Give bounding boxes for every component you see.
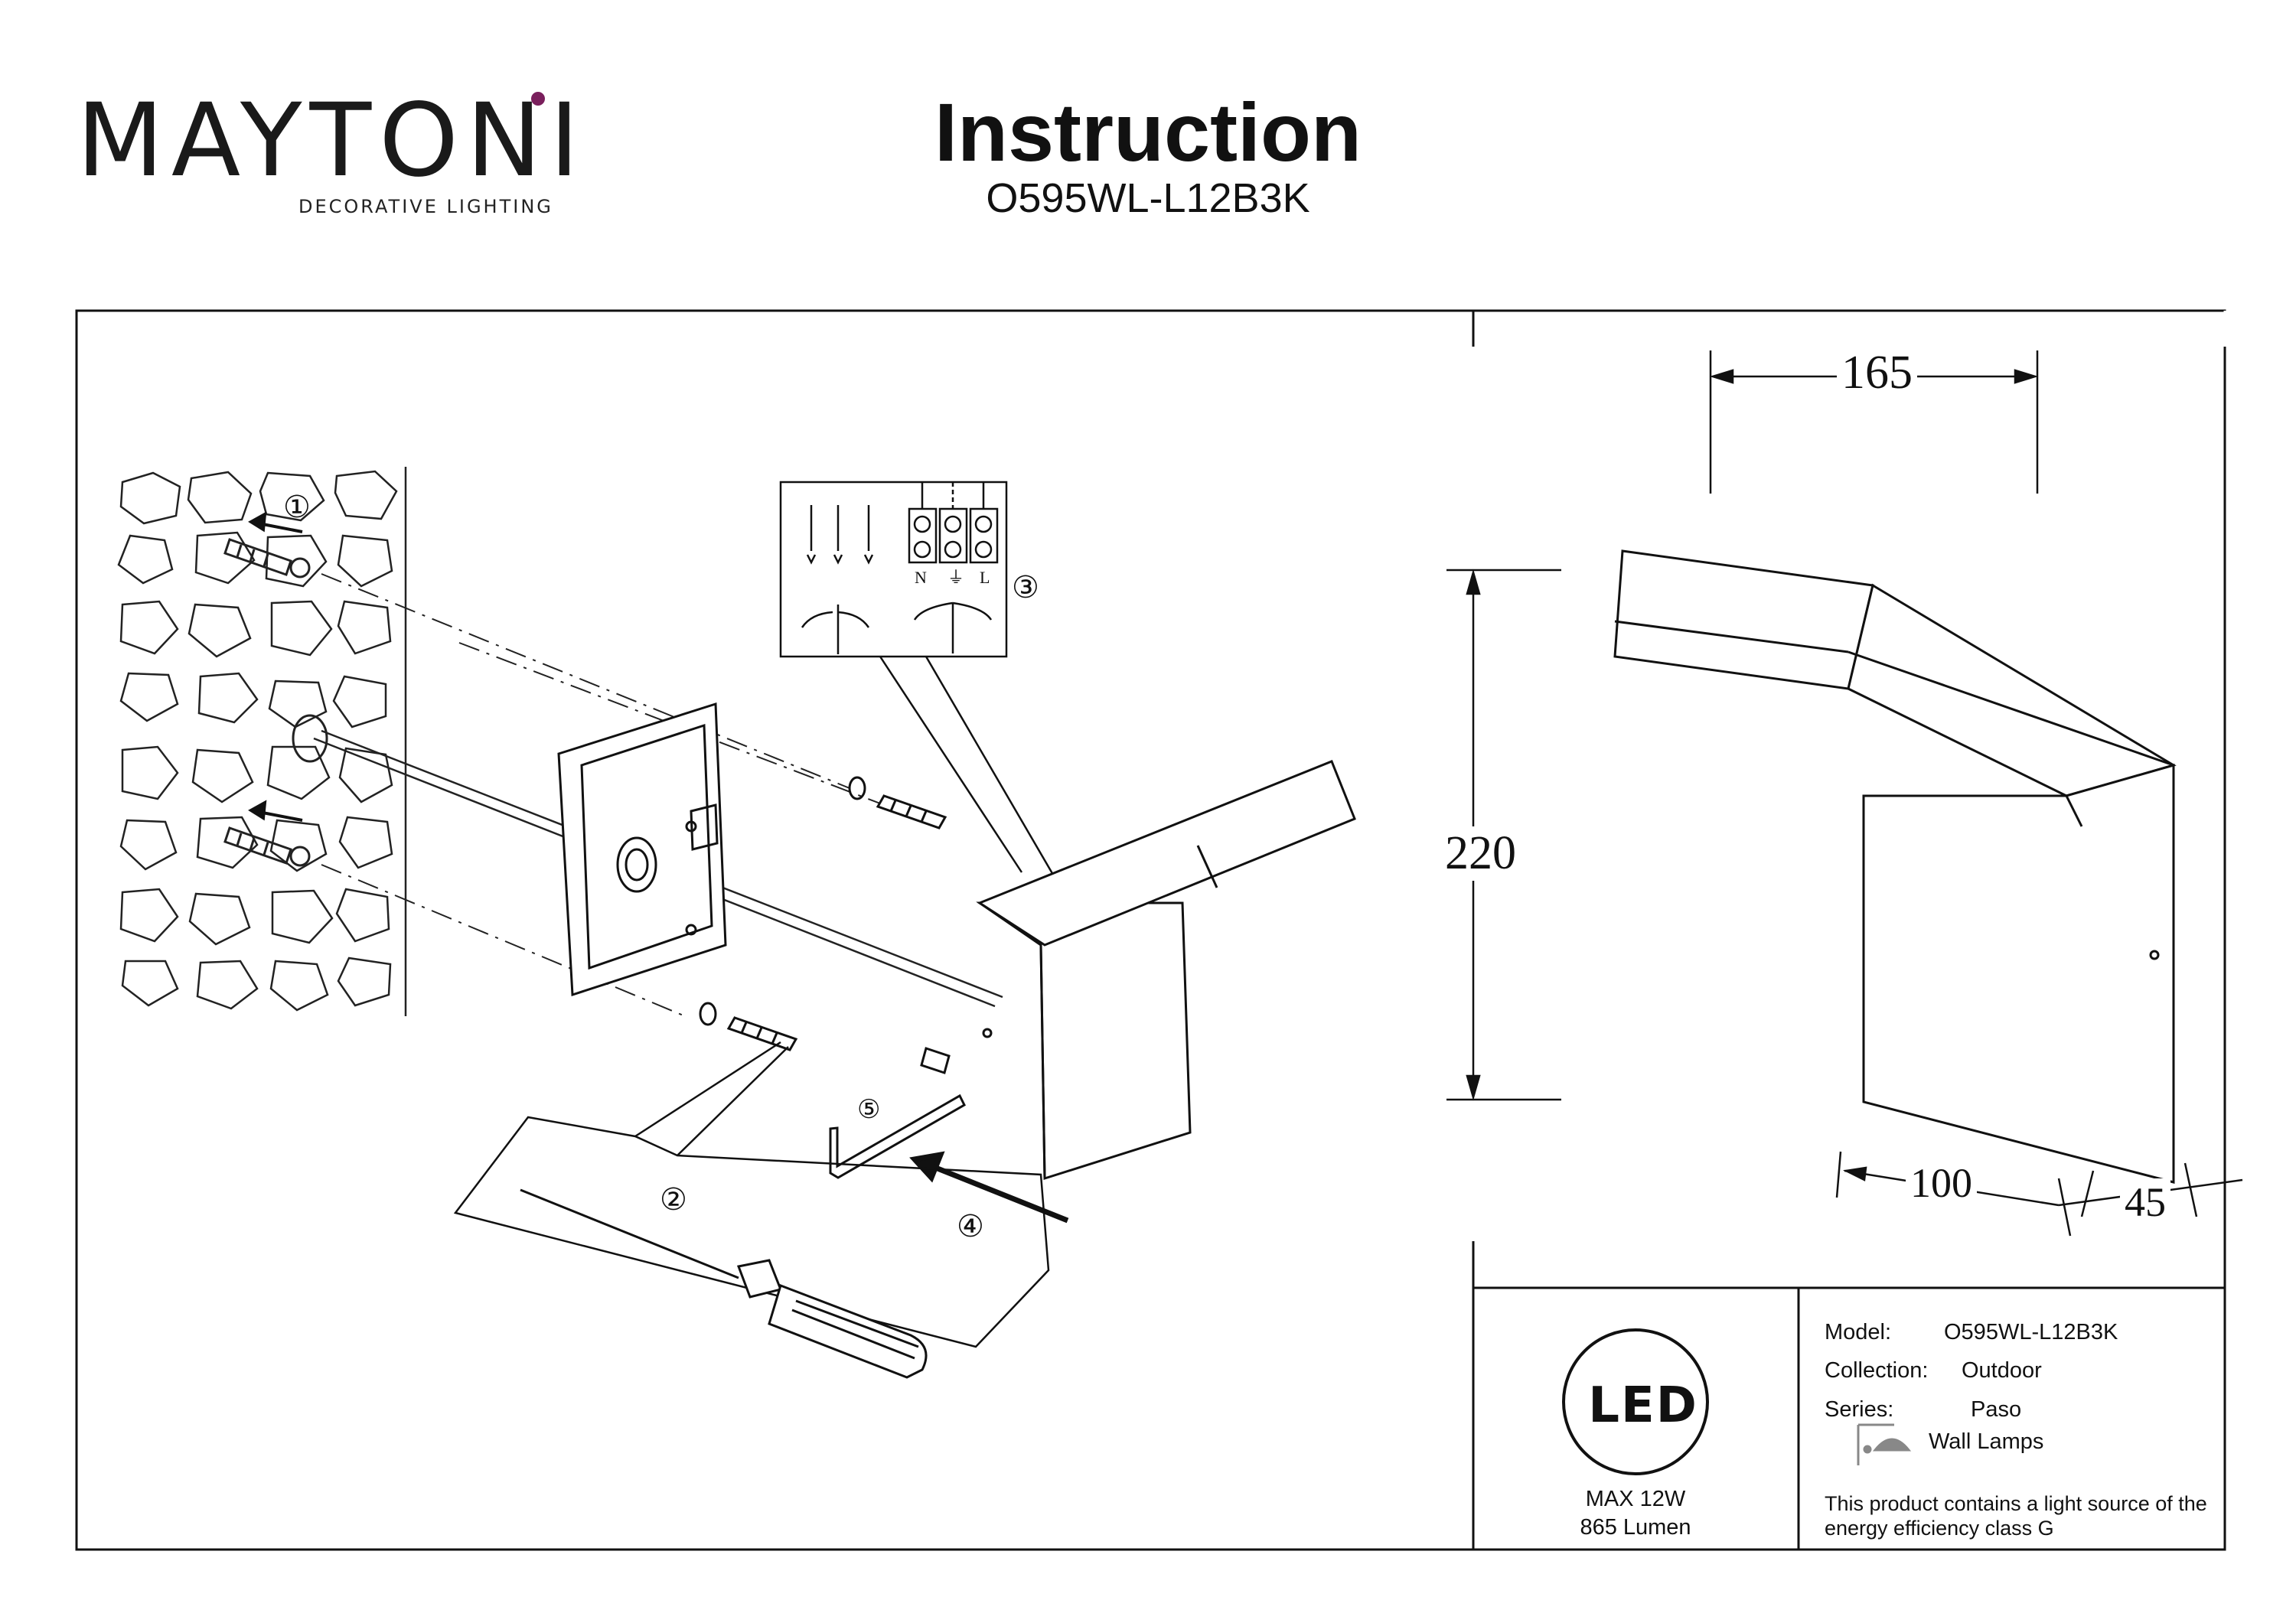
spec-series-label: Series:: [1825, 1397, 1894, 1422]
ground-icon: ⏚: [947, 569, 964, 588]
lumen-output: 865 Lumen: [1580, 1515, 1691, 1540]
dimension-drawing: [1613, 549, 2177, 1184]
dimension-width: 165: [1837, 346, 1917, 400]
brand-name: MAYTONI: [77, 82, 587, 200]
screwdriver-panel: [453, 1041, 1050, 1348]
sheet-frame: [75, 309, 2226, 1551]
lamp-assembly-illustration: [976, 760, 1356, 1181]
brand-logo: MAYTONI DECORATIVE LIGHTING: [77, 82, 587, 217]
spec-series-value: Paso: [1971, 1397, 2022, 1422]
page-model-number: O595WL-L12B3K: [986, 175, 1310, 221]
brand-tagline: DECORATIVE LIGHTING: [298, 196, 553, 217]
alignment-lines: [321, 573, 881, 1018]
led-badge-icon: [1562, 1328, 1709, 1475]
spec-model-label: Model:: [1825, 1320, 1892, 1344]
mounting-plate: [557, 702, 727, 997]
wall-lamp-icon: [1857, 1423, 1912, 1465]
step-1-marker: ①: [283, 490, 311, 524]
hex-key-icon: [829, 1093, 966, 1179]
step-4-marker: ④: [957, 1210, 984, 1243]
led-badge-label: LED: [1588, 1377, 1698, 1434]
stone-wall-illustration: [117, 467, 407, 1016]
spec-collection-value: Outdoor: [1962, 1358, 2042, 1383]
dimension-depth: 100: [1906, 1159, 1977, 1207]
brand-accent-dot: [531, 92, 545, 106]
screwdriver-icon: [520, 1188, 928, 1379]
dimension-height: 220: [1440, 826, 1521, 881]
dimension-wall-depth: 45: [2120, 1178, 2170, 1226]
wiring-live-label: L: [980, 568, 990, 587]
wiring-diagram: [779, 481, 1058, 881]
step-2-marker: ②: [660, 1183, 687, 1217]
step-3-marker: ③: [1012, 571, 1039, 605]
spec-type-value: Wall Lamps: [1929, 1429, 2044, 1454]
step-5-marker: ⑤: [857, 1095, 881, 1124]
energy-note-line-1: This product contains a light source of …: [1825, 1492, 2207, 1515]
spec-collection-label: Collection:: [1825, 1358, 1929, 1383]
direction-arrows: [248, 511, 303, 822]
max-wattage: MAX 12W: [1585, 1487, 1686, 1511]
page-title: Instruction: [934, 86, 1362, 178]
wiring-neutral-label: N: [915, 568, 927, 587]
wall-anchor-icons: [223, 538, 328, 867]
screw-icons: [699, 776, 993, 1074]
spec-model-value: O595WL-L12B3K: [1944, 1320, 2118, 1344]
energy-note-line-2: energy efficiency class G: [1825, 1517, 2054, 1540]
